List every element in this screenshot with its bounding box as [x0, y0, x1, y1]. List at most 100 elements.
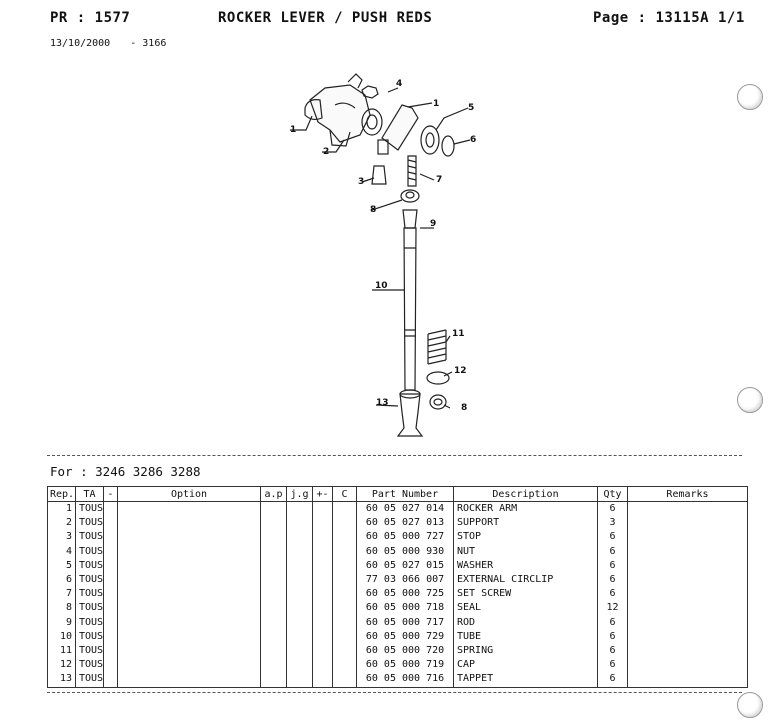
- print-date: 13/10/2000: [50, 38, 111, 49]
- cell-rep: 11: [47, 644, 76, 659]
- cell-jg: [286, 530, 313, 545]
- cell-dash: [103, 629, 118, 645]
- cell-part-number: 60 05 000 720: [356, 644, 454, 659]
- cell-plusminus: [312, 601, 333, 616]
- binder-hole-icon: [737, 387, 763, 413]
- cell-c: [332, 573, 357, 588]
- cell-qty: 6: [597, 544, 628, 559]
- cell-remarks: [627, 658, 748, 673]
- cell-c: [332, 544, 357, 559]
- cell-description: TUBE: [453, 629, 598, 645]
- cell-ta: TOUS: [75, 601, 104, 616]
- cell-rep: 4: [47, 544, 76, 559]
- callout-label: 10: [375, 281, 388, 291]
- callout-label: 7: [436, 175, 442, 185]
- cell-c: [332, 672, 357, 688]
- cell-remarks: [627, 530, 748, 545]
- nut-drawing: [361, 85, 379, 99]
- cell-c: [332, 601, 357, 616]
- cell-rep: 6: [47, 573, 76, 588]
- cell-ap: [260, 544, 287, 559]
- cell-ap: [260, 629, 287, 645]
- rocker-arm-drawing: [381, 104, 419, 151]
- cell-description: SUPPORT: [453, 516, 598, 531]
- circlip-drawing: [441, 135, 455, 157]
- cell-c: [332, 501, 357, 517]
- cell-dash: [103, 573, 118, 588]
- cell-jg: [286, 629, 313, 645]
- cell-c: [332, 516, 357, 531]
- cell-option: [117, 629, 261, 645]
- callout-label: 12: [454, 366, 467, 376]
- cell-option: [117, 601, 261, 616]
- cell-rep: 7: [47, 587, 76, 602]
- cell-description: ROCKER ARM: [453, 501, 598, 517]
- cell-description: NUT: [453, 544, 598, 559]
- cell-part-number: 60 05 000 727: [356, 530, 454, 545]
- cell-rep: 12: [47, 658, 76, 673]
- cell-rep: 13: [47, 672, 76, 688]
- col-ta: TA: [75, 486, 104, 502]
- set-screw-drawing: [407, 155, 417, 187]
- cell-description: STOP: [453, 530, 598, 545]
- cell-ta: TOUS: [75, 573, 104, 588]
- cell-ap: [260, 501, 287, 517]
- cell-c: [332, 587, 357, 602]
- table-header-row: Rep. TA - Option a.p j.g +- C Part Numbe…: [47, 486, 748, 502]
- cell-qty: 6: [597, 644, 628, 659]
- callout-label: 8: [461, 403, 467, 413]
- cell-option: [117, 587, 261, 602]
- cell-description: ROD: [453, 615, 598, 630]
- cell-jg: [286, 544, 313, 559]
- cell-remarks: [627, 573, 748, 588]
- col-qty: Qty: [597, 486, 628, 502]
- cell-remarks: [627, 501, 748, 517]
- cell-jg: [286, 658, 313, 673]
- seal-lower-drawing: [429, 394, 447, 410]
- cell-dash: [103, 530, 118, 545]
- cell-ap: [260, 615, 287, 630]
- rod-end-drawing: [402, 209, 418, 229]
- cell-ap: [260, 601, 287, 616]
- seal-drawing: [400, 189, 420, 203]
- cell-ta: TOUS: [75, 501, 104, 517]
- cell-jg: [286, 615, 313, 630]
- pr-number: PR : 1577: [50, 10, 131, 26]
- cell-option: [117, 516, 261, 531]
- cell-jg: [286, 644, 313, 659]
- cell-part-number: 60 05 027 014: [356, 501, 454, 517]
- cell-option: [117, 644, 261, 659]
- cell-dash: [103, 601, 118, 616]
- cell-c: [332, 615, 357, 630]
- cell-c: [332, 658, 357, 673]
- cell-part-number: 60 05 000 930: [356, 544, 454, 559]
- cell-rep: 8: [47, 601, 76, 616]
- cell-description: WASHER: [453, 558, 598, 574]
- applicability-line: For : 3246 3286 3288: [50, 464, 201, 479]
- cell-qty: 6: [597, 629, 628, 645]
- cell-qty: 6: [597, 530, 628, 545]
- cell-part-number: 60 05 000 725: [356, 587, 454, 602]
- cell-dash: [103, 516, 118, 531]
- cell-part-number: 60 05 027 013: [356, 516, 454, 531]
- col-description: Description: [453, 486, 598, 502]
- cell-dash: [103, 544, 118, 559]
- separator-bottom: [47, 692, 742, 693]
- cell-remarks: [627, 615, 748, 630]
- cell-ta: TOUS: [75, 530, 104, 545]
- cell-dash: [103, 644, 118, 659]
- cell-rep: 1: [47, 501, 76, 517]
- cell-plusminus: [312, 558, 333, 574]
- cell-jg: [286, 587, 313, 602]
- cell-c: [332, 558, 357, 574]
- cell-ta: TOUS: [75, 629, 104, 645]
- cell-ap: [260, 644, 287, 659]
- cell-c: [332, 644, 357, 659]
- cell-remarks: [627, 644, 748, 659]
- cell-option: [117, 672, 261, 688]
